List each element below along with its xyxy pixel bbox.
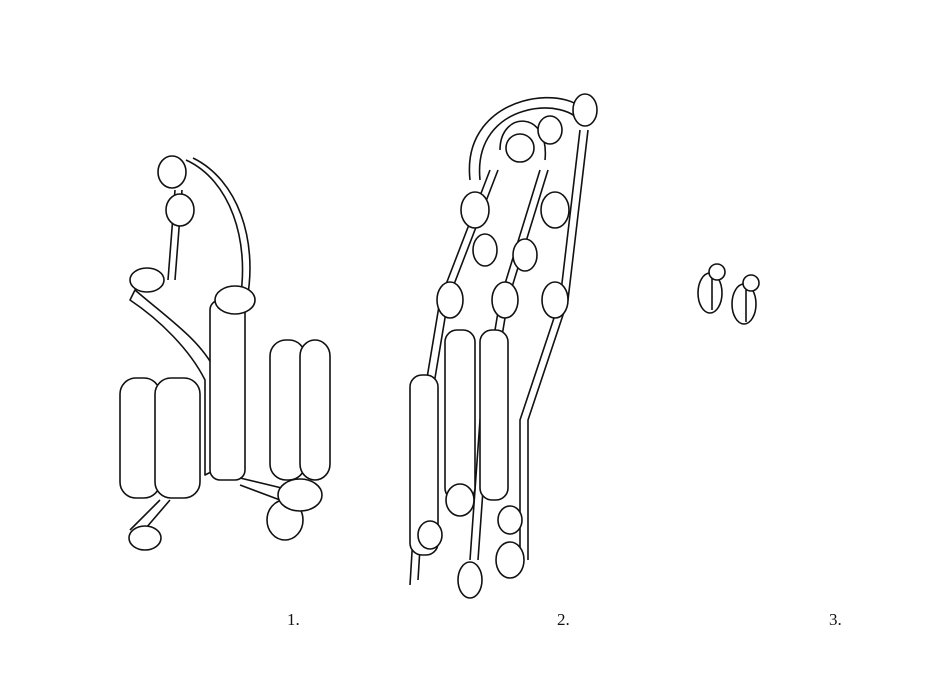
structure-2-drawing — [409, 93, 598, 599]
structure-1-drawing — [119, 155, 331, 551]
panel-label-1: 1. — [287, 610, 300, 629]
panel-label-3: 3. — [829, 610, 842, 629]
panel-label-2: 2. — [557, 610, 570, 629]
structure-3-drawing — [697, 263, 760, 325]
